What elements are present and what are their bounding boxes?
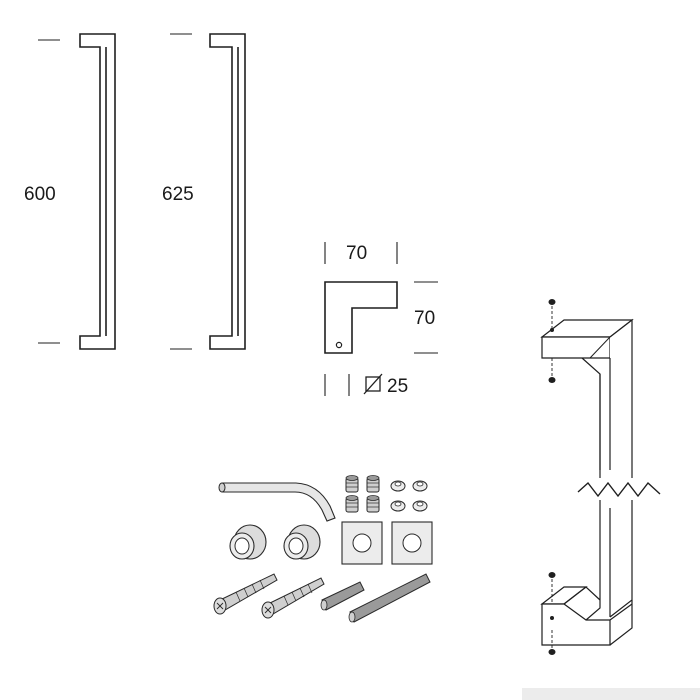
grub-screw-icon [366, 495, 380, 513]
wood-screw-icon [213, 573, 278, 615]
l-profile-shape [324, 281, 398, 354]
square-rose-plate-icon [391, 521, 433, 565]
handle-side-view-625: 625 [162, 33, 246, 350]
handle-outline [79, 33, 116, 350]
dimension-label-tube: 25 [387, 376, 408, 397]
round-spacer-icon [229, 524, 267, 560]
square-tube-symbol-icon [363, 373, 383, 395]
screw-bottom-upper-icon [548, 572, 556, 603]
mounting-hole [335, 341, 343, 349]
dimension-label-625: 625 [162, 184, 194, 205]
threaded-rod-long-icon [348, 573, 431, 623]
bottom-bracket-upper-face [540, 586, 588, 605]
handle-front-view-600: 600 [24, 33, 116, 350]
dimension-label-height: 70 [414, 308, 435, 329]
handle-outline [209, 33, 246, 350]
screw-bottom-lower-icon [548, 630, 556, 655]
profile-detail: 70 70 25 [324, 242, 438, 397]
dimension-label-600: 600 [24, 184, 56, 205]
break-mask [585, 470, 645, 508]
screw-top-lower-icon [548, 358, 556, 383]
washer-icon [412, 480, 428, 492]
grub-screw-icon [345, 475, 359, 493]
bottom-bracket-front-face [541, 603, 611, 646]
washer-icon [412, 500, 428, 512]
handle-isometric-view [540, 299, 661, 655]
corner-panel [522, 688, 700, 700]
washer-icon [390, 480, 406, 492]
bottom-bracket-hole [550, 616, 554, 620]
length-break-line [577, 481, 661, 498]
screw-top-upper-icon [548, 299, 556, 330]
square-rose-plate-icon [341, 521, 383, 565]
wood-screw-icon [261, 577, 325, 619]
round-spacer-icon [283, 524, 321, 560]
top-bracket-side-face [609, 318, 633, 618]
hardware-kit [213, 475, 433, 623]
washer-icon [390, 500, 406, 512]
dimension-label-width: 70 [346, 243, 367, 264]
top-bracket-hole [550, 328, 554, 332]
bottom-bracket-side-face [609, 600, 633, 646]
grub-screw-icon [345, 495, 359, 513]
allen-key-icon [218, 482, 336, 522]
grub-screw-icon [366, 475, 380, 493]
threaded-rod-short-icon [320, 581, 365, 611]
